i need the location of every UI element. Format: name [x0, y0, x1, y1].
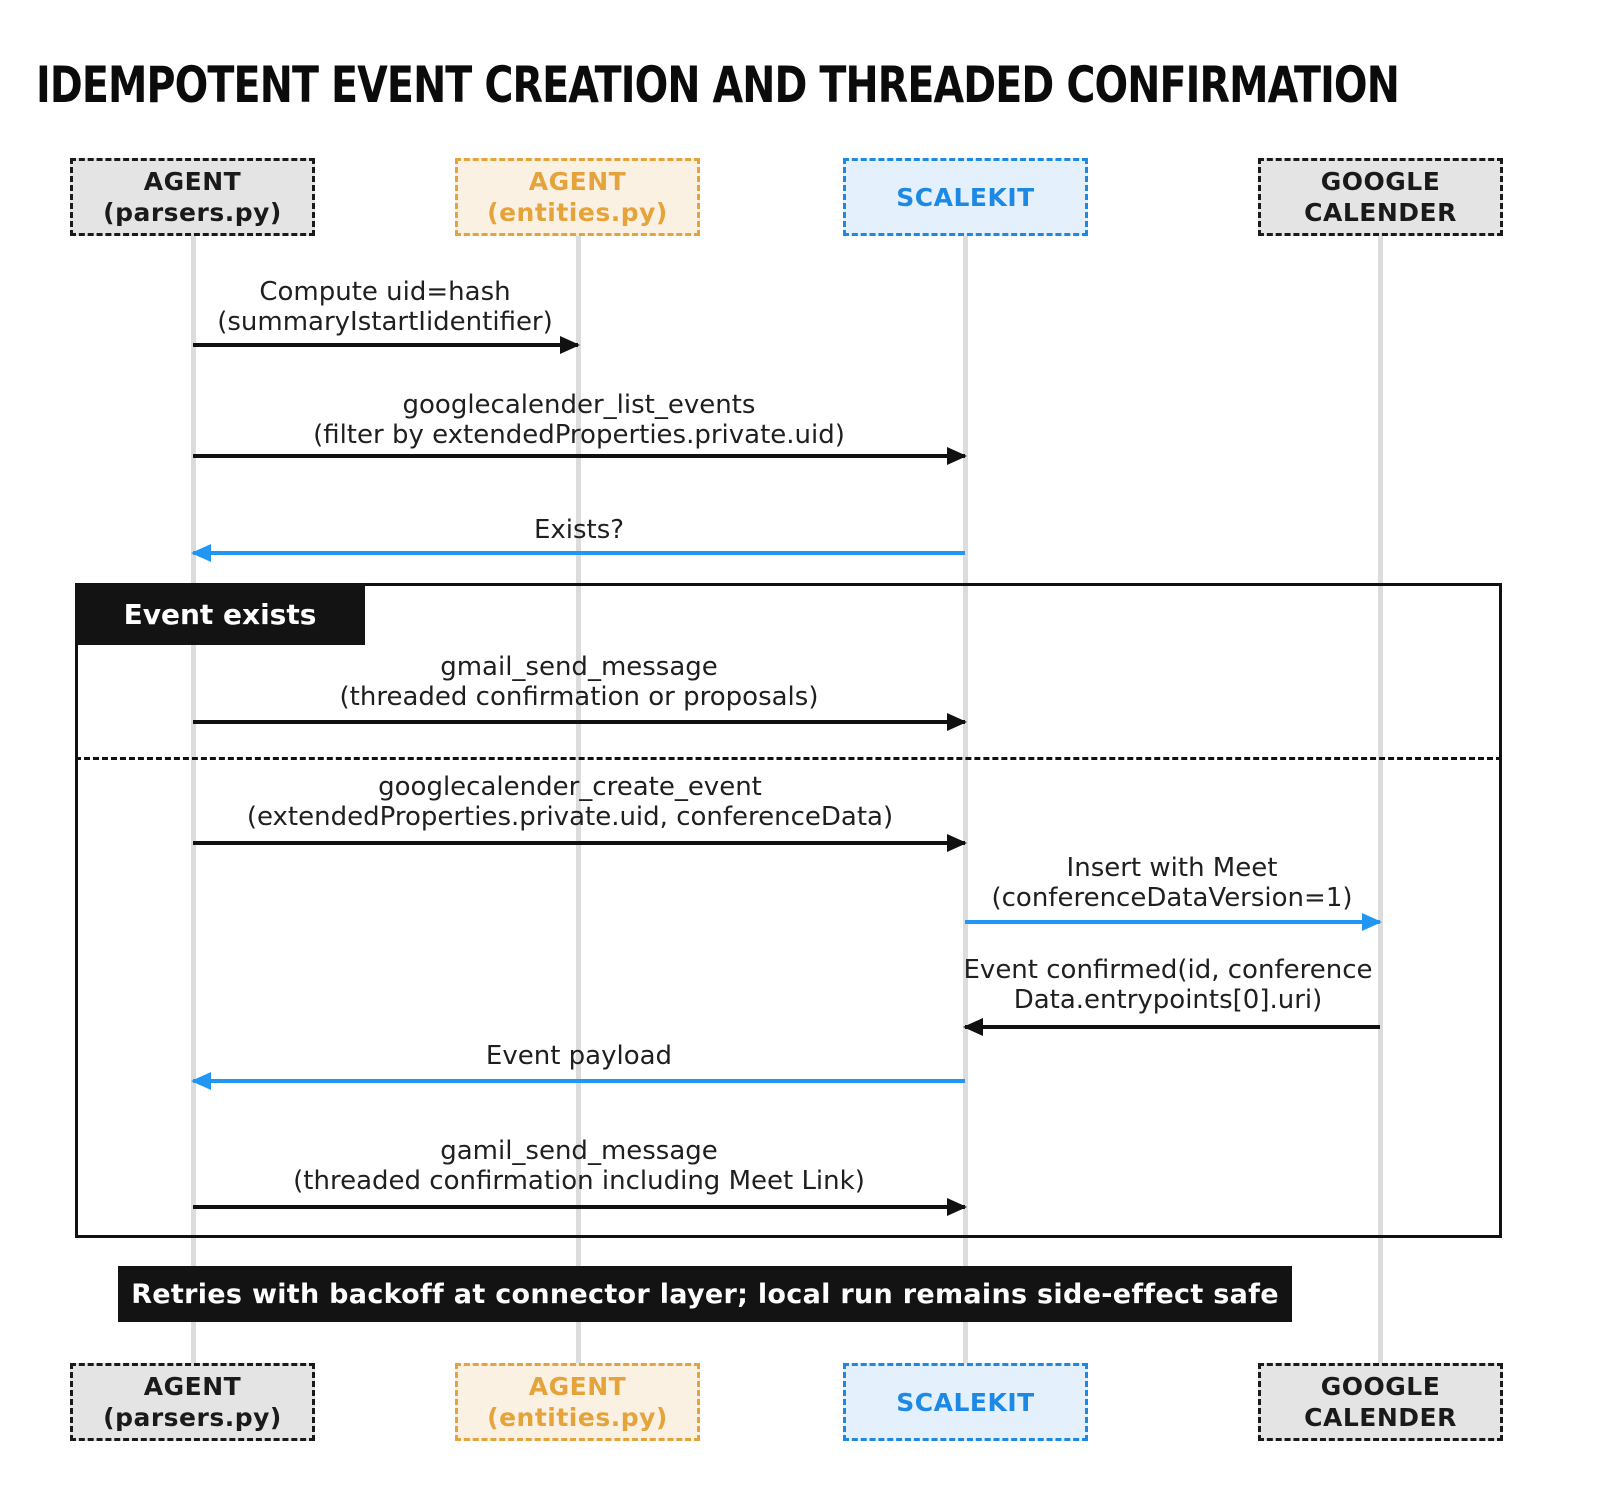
- participant-label: AGENT: [528, 1372, 627, 1401]
- participant-label: CALENDER: [1304, 198, 1457, 227]
- note-bar: Retries with backoff at connector layer;…: [118, 1266, 1292, 1322]
- diagram-title: IDEMPOTENT EVENT CREATION AND THREADED C…: [36, 56, 1400, 114]
- message-arrow: [193, 343, 578, 347]
- participant-bottom-agent-entities: AGENT (entities.py): [455, 1363, 700, 1441]
- alt-fragment-box: [75, 583, 1502, 1238]
- message-label: gmail_send_message (threaded confirmatio…: [339, 652, 819, 712]
- participant-label: (entities.py): [487, 1403, 668, 1432]
- alt-fragment-label: Event exists: [75, 583, 365, 645]
- message-label: Compute uid=hash (summaryIstartIidentifi…: [217, 277, 553, 337]
- message-label: Event payload: [485, 1041, 673, 1071]
- participant-label: GOOGLE: [1320, 1372, 1441, 1401]
- participant-top-scalekit: SCALEKIT: [843, 158, 1088, 236]
- message-label: googlecalender_create_event (extendedPro…: [246, 772, 894, 832]
- lifeline-agent-parsers: [191, 236, 196, 1363]
- participant-bottom-google-calender: GOOGLE CALENDER: [1258, 1363, 1503, 1441]
- participant-bottom-scalekit: SCALEKIT: [843, 1363, 1088, 1441]
- message-arrow: [193, 454, 965, 458]
- participant-label: CALENDER: [1304, 1403, 1457, 1432]
- participant-label: SCALEKIT: [896, 1387, 1035, 1417]
- message-label: Insert with Meet (conferenceDataVersion=…: [991, 853, 1353, 913]
- participant-label: (parsers.py): [103, 198, 282, 227]
- lifeline-scalekit: [963, 236, 968, 1363]
- participant-top-agent-entities: AGENT (entities.py): [455, 158, 700, 236]
- message-arrow: [965, 1025, 1380, 1029]
- participant-label: (parsers.py): [103, 1403, 282, 1432]
- lifeline-agent-entities: [576, 236, 581, 1363]
- message-label: Exists?: [533, 515, 625, 545]
- participant-label: GOOGLE: [1320, 167, 1441, 196]
- participant-label: AGENT: [143, 167, 242, 196]
- message-arrow: [193, 1205, 965, 1209]
- message-arrow: [965, 920, 1380, 924]
- message-arrow: [193, 551, 965, 555]
- alt-fragment-divider: [75, 757, 1502, 760]
- message-arrow: [193, 841, 965, 845]
- participant-top-google-calender: GOOGLE CALENDER: [1258, 158, 1503, 236]
- participant-bottom-agent-parsers: AGENT (parsers.py): [70, 1363, 315, 1441]
- message-label: googlecalender_list_events (filter by ex…: [313, 390, 845, 450]
- participant-label: SCALEKIT: [896, 182, 1035, 212]
- participant-label: AGENT: [528, 167, 627, 196]
- participant-top-agent-parsers: AGENT (parsers.py): [70, 158, 315, 236]
- message-arrow: [193, 720, 965, 724]
- participant-label: (entities.py): [487, 198, 668, 227]
- message-label: Event confirmed(id, conference Data.entr…: [963, 955, 1373, 1015]
- message-label: gamil_send_message (threaded confirmatio…: [293, 1136, 865, 1196]
- message-arrow: [193, 1079, 965, 1083]
- lifeline-google-calender: [1378, 236, 1383, 1363]
- participant-label: AGENT: [143, 1372, 242, 1401]
